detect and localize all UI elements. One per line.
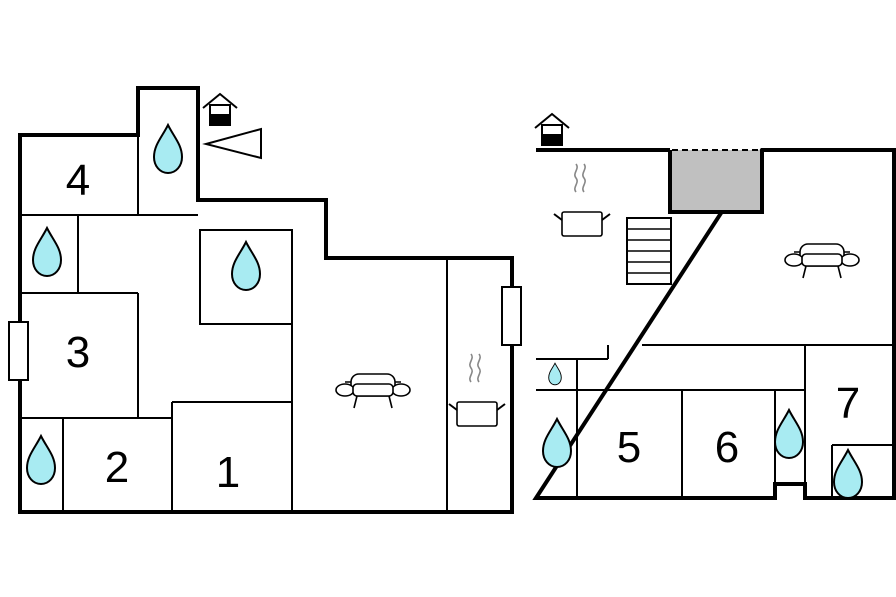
room-number: 1: [216, 448, 240, 497]
water-drop-icon: [153, 124, 183, 174]
water-drop-icon: [32, 227, 62, 277]
room-number: 5: [617, 423, 641, 472]
stair-void: [670, 150, 762, 212]
water-drop-icon: [548, 362, 562, 386]
cooktop-icon: [448, 353, 506, 427]
water-drop-icon: [231, 241, 261, 291]
left-building: [8, 86, 522, 514]
direction-arrow-icon: [202, 127, 262, 160]
right-interior-walls: [536, 344, 894, 498]
water-drop-icon: [774, 409, 804, 459]
window-icon: [501, 286, 522, 346]
window-icon: [8, 321, 29, 381]
room-number: 7: [836, 379, 860, 428]
sofa-icon: [784, 243, 860, 279]
room-number: 4: [66, 156, 90, 205]
right-building: [532, 148, 896, 500]
cooktop-icon: [553, 163, 611, 237]
sofa-icon: [335, 373, 411, 409]
stairs-icon: [626, 217, 672, 285]
entrance-icon: [202, 93, 238, 126]
room-number: 6: [715, 423, 739, 472]
water-drop-icon: [26, 435, 56, 485]
room-number: 2: [105, 443, 129, 492]
left-outer-wall: [18, 86, 514, 514]
water-drop-icon: [542, 418, 572, 468]
entrance-icon: [534, 113, 570, 146]
room-number: 3: [66, 328, 90, 377]
water-drop-icon: [833, 449, 863, 499]
left-interior-walls: [20, 135, 448, 512]
